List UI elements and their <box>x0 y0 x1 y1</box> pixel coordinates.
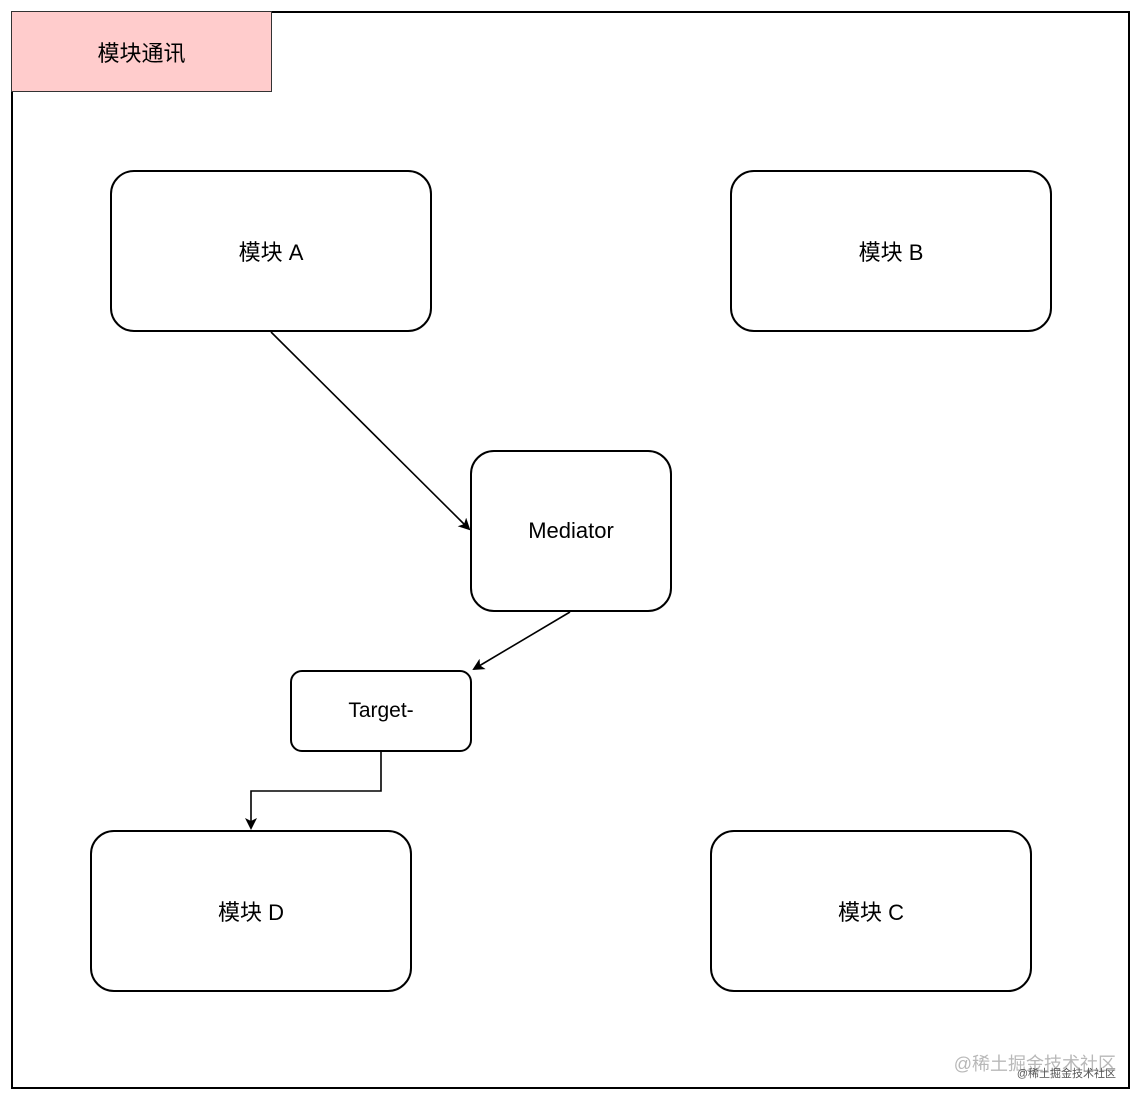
node-module-c[interactable]: 模块 C <box>710 830 1032 992</box>
node-module-d-label: 模块 D <box>217 900 284 925</box>
diagram-title: 模块通讯 <box>11 11 272 92</box>
watermark: @稀土掘金技术社区 @稀土掘金技术社区 <box>954 1055 1116 1080</box>
node-module-b-label: 模块 B <box>858 240 924 265</box>
node-module-a[interactable]: 模块 A <box>110 170 432 332</box>
node-module-b[interactable]: 模块 B <box>730 170 1052 332</box>
watermark-text: @稀土掘金技术社区 <box>953 1054 1116 1074</box>
watermark-subtext: @稀土掘金技术社区 <box>1016 1068 1116 1080</box>
node-target[interactable]: Target- <box>290 670 472 752</box>
diagram-title-text: 模块通讯 <box>97 40 186 66</box>
node-mediator[interactable]: Mediator <box>470 450 672 612</box>
node-module-c-label: 模块 C <box>837 900 904 925</box>
node-mediator-label: Mediator <box>528 518 614 543</box>
node-module-a-label: 模块 A <box>238 240 304 265</box>
node-module-d[interactable]: 模块 D <box>90 830 412 992</box>
node-target-label: Target- <box>348 699 414 722</box>
